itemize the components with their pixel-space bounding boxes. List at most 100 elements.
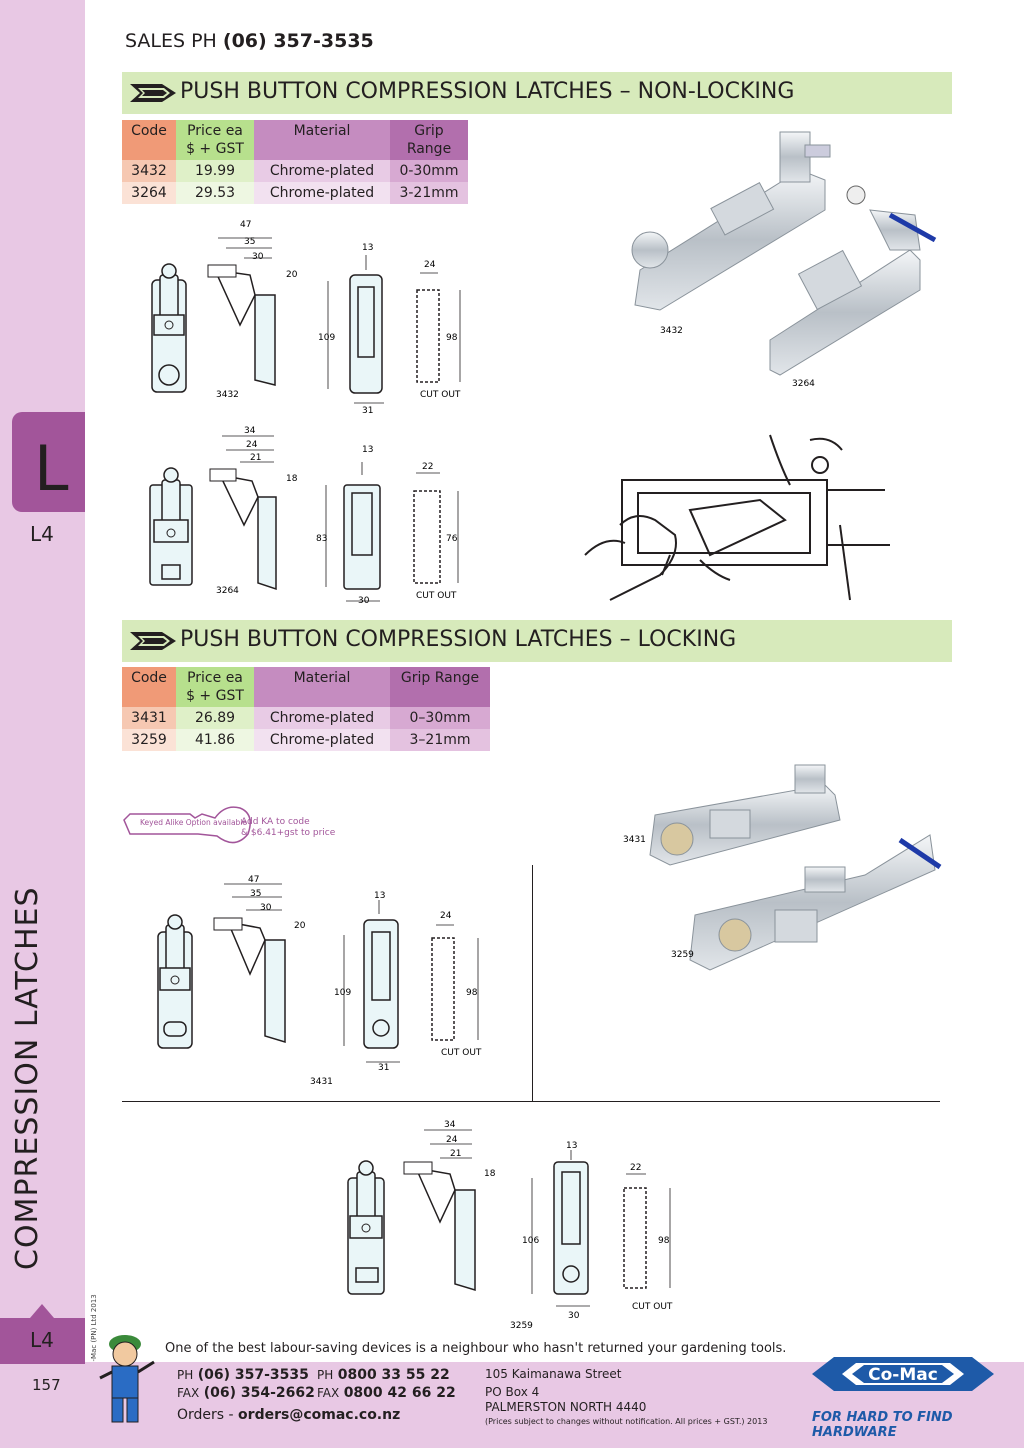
ph2-label: PH [317,1368,334,1382]
col-material: Material [254,667,390,707]
page-number: 157 [32,1376,61,1394]
photo-label-3259: 3259 [671,950,694,960]
ph2-number: 0800 33 55 22 [337,1367,450,1383]
cell-price: 41.86 [176,729,254,751]
section-code: L4 [30,522,54,546]
dim-98: 98 [466,988,478,998]
dim-109: 109 [318,333,335,343]
dim-21: 21 [250,453,261,463]
ka-note-line2: & $6.41+gst to price [241,828,336,838]
drawing-3259: 34 24 21 18 13 22 106 98 30 CUT OUT 3259 [347,1120,673,1331]
dim-83: 83 [316,534,327,544]
dim-13: 13 [374,891,385,901]
photo-nonlocking-latches: 3432 3264 [631,131,937,389]
col-code: Code [122,667,176,707]
dim-30: 30 [358,596,370,606]
sales-label: SALES PH [125,30,217,52]
dim-18: 18 [484,1169,496,1179]
vertical-divider [532,865,533,1101]
drawing-3431: 47 35 30 20 13 24 109 98 31 CUT OUT 3431 [157,875,482,1087]
dim-31: 31 [378,1063,389,1073]
drawing-label-3432: 3432 [216,390,239,400]
sales-phone: (06) 357-3535 [222,30,374,52]
footer-quote: One of the best labour-saving devices is… [165,1341,787,1356]
banner-locking-title: PUSH BUTTON COMPRESSION LATCHES – LOCKIN… [180,627,737,652]
photo-label-3432: 3432 [660,326,683,336]
dim-24: 24 [446,1135,458,1145]
dim-30: 30 [260,903,272,913]
vertical-title: COMPRESSION LATCHES [10,886,45,1270]
comac-logo: Co-Mac [812,1357,994,1391]
ph-label: PH [177,1368,194,1382]
cell-code: 3431 [122,707,176,729]
dim-22: 22 [422,462,433,472]
orders-label: Orders - [177,1407,234,1423]
drawing-label-3259: 3259 [510,1321,533,1331]
dim-13: 13 [362,445,373,455]
photo-label-3264: 3264 [792,379,815,389]
cell-code: 3432 [122,160,176,182]
dim-98: 98 [446,333,458,343]
table-nonlocking: Code Price ea $ + GST Material Grip Rang… [122,120,468,204]
cell-code: 3259 [122,729,176,751]
dim-24: 24 [440,911,452,921]
orders-email[interactable]: orders@comac.co.nz [238,1407,401,1423]
freephone-line: PH 0800 33 55 22 [317,1367,450,1383]
key-text: Keyed Alike Option available [140,818,247,827]
address-line3: PALMERSTON NORTH 4440 [485,1400,647,1414]
dim-21: 21 [450,1149,461,1159]
arrow-icon [130,632,176,650]
dim-18: 18 [286,474,298,484]
dim-35: 35 [244,237,255,247]
dim-76: 76 [446,534,458,544]
dim-20: 20 [294,921,306,931]
table-row: 3431 26.89 Chrome-plated 0–30mm [122,707,490,729]
drawing-label-3431: 3431 [310,1077,333,1087]
address-line2: PO Box 4 [485,1385,540,1399]
address-line1: 105 Kaimanawa Street [485,1367,622,1381]
cell-price: 19.99 [176,160,254,182]
fax2-number: 0800 42 66 22 [343,1385,456,1401]
cell-price: 29.53 [176,182,254,204]
banner-nonlocking: PUSH BUTTON COMPRESSION LATCHES – NON-LO… [122,72,952,114]
cutout-label: CUT OUT [632,1302,673,1312]
ph-number: (06) 357-3535 [197,1367,309,1383]
dim-34: 34 [244,426,256,436]
sales-phone-line: SALES PH (06) 357-3535 [125,30,374,52]
table-row: 3432 19.99 Chrome-plated 0-30mm [122,160,468,182]
dim-30: 30 [252,252,264,262]
orders-line: Orders - orders@comac.co.nz [177,1407,400,1423]
col-code: Code [122,120,176,160]
dim-20: 20 [286,270,298,280]
section-tab: L [12,412,85,512]
dim-13: 13 [566,1141,577,1151]
cell-grip: 3-21mm [390,182,468,204]
dim-13: 13 [362,243,373,253]
dim-106: 106 [522,1236,539,1246]
cell-material: Chrome-plated [254,729,390,751]
price-disclaimer: (Prices subject to changes without notif… [485,1417,768,1426]
dim-24: 24 [424,260,436,270]
fax-label: FAX [177,1386,200,1400]
cell-grip: 3–21mm [390,729,490,751]
col-grip: Grip Range [390,667,490,707]
photo-label-3431: 3431 [623,835,646,845]
key-icon: Keyed Alike Option available Add KA to c… [123,806,336,844]
cutout-label: CUT OUT [416,591,457,601]
phone-line: PH (06) 357-3535 [177,1367,309,1383]
arrow-icon [130,84,176,102]
cutout-label: CUT OUT [441,1048,482,1058]
col-material: Material [254,120,390,160]
col-price: Price ea $ + GST [176,667,254,707]
photo-locking-latches: 3431 3259 [623,764,942,971]
drawing-label-3264: 3264 [216,586,239,596]
cell-grip: 0–30mm [390,707,490,729]
cell-material: Chrome-plated [254,182,390,204]
usage-illustration [584,434,890,601]
horizontal-divider [122,1101,940,1102]
dim-47: 47 [240,220,251,230]
drawing-3432: 47 35 30 20 13 24 109 98 31 3432 CUT OUT [151,220,461,415]
drawing-3264: 34 24 21 18 13 22 83 76 30 3264 CUT OUT [149,426,459,606]
logo-text: Co-Mac [868,1365,938,1385]
col-price: Price ea $ + GST [176,120,254,160]
